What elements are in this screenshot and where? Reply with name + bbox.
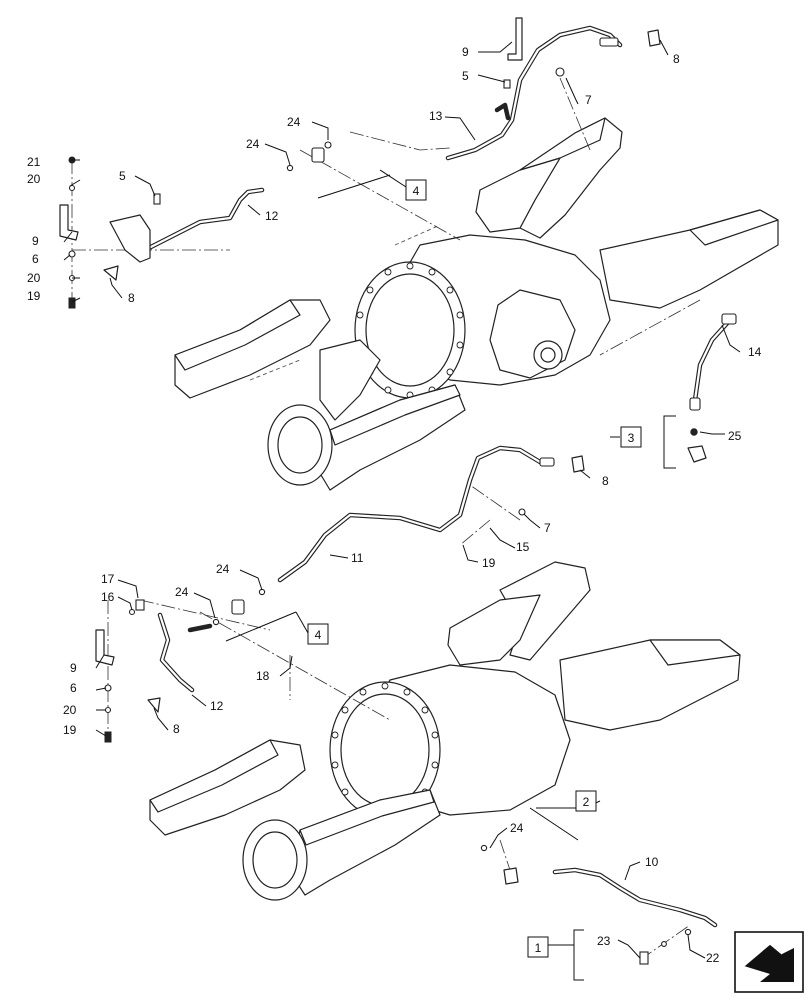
callout-21: 21 <box>27 155 41 169</box>
svg-text:2: 2 <box>583 795 590 809</box>
callout-9: 9 <box>462 45 469 59</box>
callout-8: 8 <box>128 291 135 305</box>
callout-24: 24 <box>287 115 301 129</box>
ref-box-4-top: 4 <box>405 179 427 201</box>
next-page-arrow-icon[interactable] <box>734 931 804 993</box>
svg-text:4: 4 <box>413 184 420 198</box>
callout-15: 15 <box>516 540 530 554</box>
ref-box-2: 2 <box>575 790 597 812</box>
callout-9: 9 <box>70 661 77 675</box>
callout-8: 8 <box>602 474 609 488</box>
callout-19: 19 <box>482 556 496 570</box>
fittings <box>59 17 737 965</box>
callout-20: 20 <box>27 172 41 186</box>
callout-24: 24 <box>216 562 230 576</box>
hose-13 <box>445 25 623 161</box>
callout-13: 13 <box>429 109 443 123</box>
callout-22: 22 <box>706 951 720 965</box>
hose-14 <box>692 317 733 403</box>
svg-text:3: 3 <box>628 431 635 445</box>
callout-14: 14 <box>748 345 762 359</box>
hose-11 <box>277 445 543 583</box>
callout-17: 17 <box>101 572 115 586</box>
callout-24: 24 <box>510 821 524 835</box>
callout-7: 7 <box>544 521 551 535</box>
callout-12: 12 <box>210 699 224 713</box>
callout-8: 8 <box>173 722 180 736</box>
callout-24: 24 <box>246 137 260 151</box>
callout-20: 20 <box>27 271 41 285</box>
callout-18: 18 <box>256 669 270 683</box>
callout-24: 24 <box>175 585 189 599</box>
callout-25: 25 <box>728 429 742 443</box>
callout-20: 20 <box>63 703 77 717</box>
callout-6: 6 <box>32 252 39 266</box>
hose-12-top <box>142 187 265 253</box>
callout-10: 10 <box>645 855 659 869</box>
callout-8: 8 <box>673 52 680 66</box>
callout-11: 11 <box>351 551 364 565</box>
callout-7: 7 <box>585 93 592 107</box>
lower-axle-assembly <box>149 561 741 901</box>
callout-19: 19 <box>63 723 77 737</box>
callout-12: 12 <box>265 209 279 223</box>
callout-23: 23 <box>597 934 611 948</box>
callout-6: 6 <box>70 681 77 695</box>
svg-text:1: 1 <box>535 941 542 955</box>
callout-19: 19 <box>27 289 41 303</box>
callout-5: 5 <box>119 169 126 183</box>
callout-numbers: 9 5 8 7 13 24 24 21 20 5 12 9 6 20 19 8 … <box>27 45 762 965</box>
ref-box-4-bottom: 4 <box>307 623 329 645</box>
callout-5: 5 <box>462 69 469 83</box>
upper-axle-assembly <box>174 117 779 491</box>
ref-box-3: 3 <box>620 426 642 448</box>
svg-text:4: 4 <box>315 628 322 642</box>
callout-16: 16 <box>101 590 115 604</box>
callout-9: 9 <box>32 234 39 248</box>
leader-lines <box>63 39 741 959</box>
hose-10 <box>552 867 718 928</box>
reference-boxes: 4 3 4 2 1 <box>307 179 642 958</box>
ref-box-1: 1 <box>527 936 549 958</box>
hose-12-bottom <box>157 612 213 693</box>
